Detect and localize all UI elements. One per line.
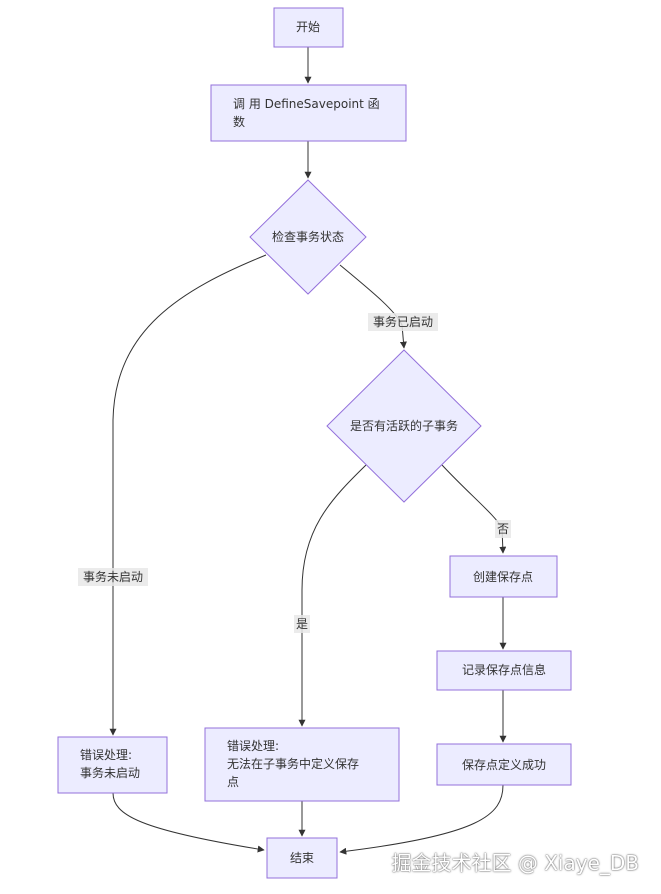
node-error-not-started-label-line1: 错误处理: (80, 748, 132, 762)
node-check-tx-state: 检查事务状态 (249, 179, 367, 295)
node-end-label: 结束 (290, 851, 314, 865)
node-call-define-label-line2: 数 (233, 114, 245, 129)
edge-label-tx-started: 事务已启动 (373, 314, 433, 329)
node-check-tx-state-label: 检查事务状态 (272, 229, 344, 244)
node-error-subtx-label-line2: 无法在子事务中定义保存 (227, 756, 359, 771)
edge-error-not-started-to-end (112, 792, 265, 853)
node-has-active-subtx-label: 是否有活跃的子事务 (350, 418, 458, 433)
node-end: 结束 (266, 837, 338, 879)
edge-subtx-to-create (441, 464, 507, 554)
node-has-active-subtx: 是否有活跃的子事务 (326, 349, 482, 503)
node-start: 开始 (273, 7, 344, 48)
edge-label-tx-not-started: 事务未启动 (83, 569, 143, 584)
node-error-subtx: 错误处理: 无法在子事务中定义保存 点 (204, 727, 400, 802)
edge-check-to-subtx (339, 264, 407, 349)
node-record-savepoint: 记录保存点信息 (436, 650, 572, 691)
edge-subtx-to-error-subtx (298, 464, 367, 727)
node-record-savepoint-label: 记录保存点信息 (462, 662, 546, 677)
edge-check-to-error-not-started (109, 254, 267, 736)
node-create-savepoint: 创建保存点 (449, 555, 558, 598)
node-error-subtx-label-line3: 点 (227, 775, 239, 789)
edge-labels: 事务已启动 事务未启动 是 否 (78, 313, 511, 633)
node-error-subtx-label-line1: 错误处理: (227, 739, 279, 753)
node-savepoint-success: 保存点定义成功 (436, 743, 572, 786)
edges (109, 47, 507, 855)
edge-success-to-end (339, 784, 504, 855)
node-call-define-savepoint: 调 用 DefineSavepoint 函 数 (210, 84, 407, 142)
watermark: 掘金技术社区 @ Xiaye_DB (391, 851, 640, 875)
node-create-savepoint-label: 创建保存点 (473, 570, 533, 584)
node-start-label: 开始 (296, 20, 320, 34)
node-call-define-label-line1: 调 用 DefineSavepoint 函 (233, 97, 380, 111)
edge-label-no: 否 (497, 522, 509, 536)
edge-label-yes: 是 (296, 617, 308, 631)
node-savepoint-success-label: 保存点定义成功 (462, 757, 546, 772)
node-error-not-started: 错误处理: 事务未启动 (57, 736, 168, 794)
node-error-not-started-label-line2: 事务未启动 (80, 765, 140, 780)
